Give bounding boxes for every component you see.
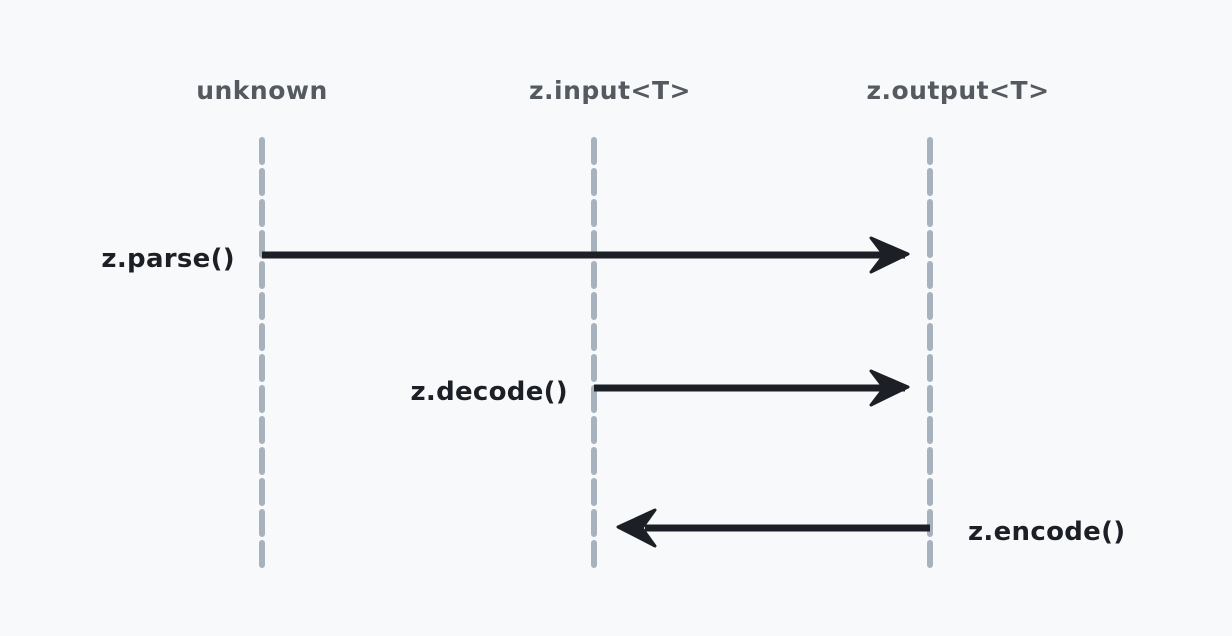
message-parse-label: z.parse() (101, 244, 235, 274)
participant-label-z-input: z.input<T> (529, 76, 691, 105)
participant-label-z-output: z.output<T> (866, 76, 1049, 105)
message-encode-arrowhead (616, 508, 657, 548)
message-parse-arrowhead (869, 236, 910, 274)
message-decode: z.decode() (410, 369, 910, 407)
message-encode-label: z.encode() (968, 517, 1125, 547)
message-encode: z.encode() (616, 508, 1125, 548)
message-decode-label: z.decode() (410, 377, 568, 407)
participant-label-unknown: unknown (196, 76, 328, 105)
lifelines (259, 137, 933, 573)
participant-headers: unknown z.input<T> z.output<T> (196, 76, 1049, 105)
message-parse: z.parse() (101, 236, 910, 274)
message-decode-arrowhead (869, 369, 910, 407)
